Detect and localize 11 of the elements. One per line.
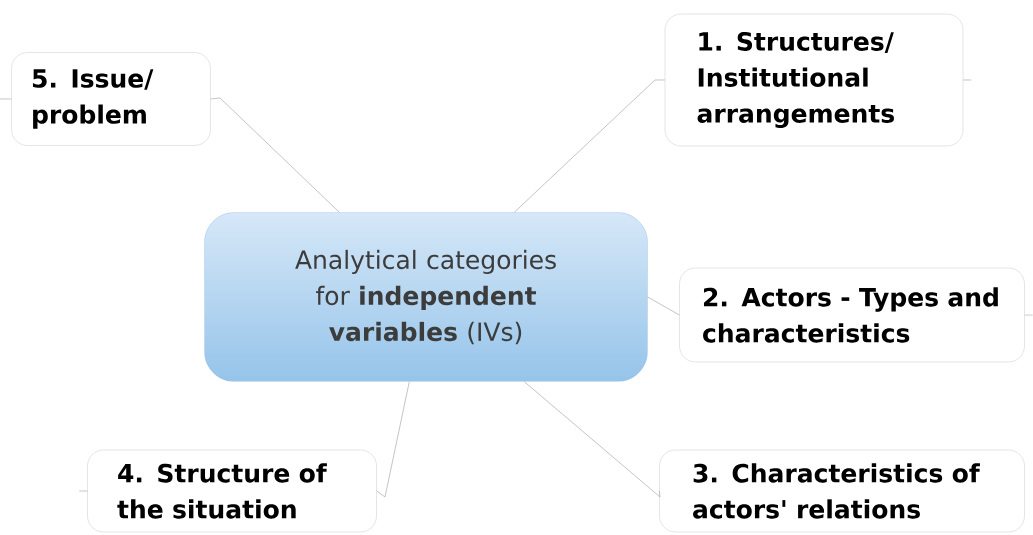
category-box: 2. Actors - Types and characteristics bbox=[679, 267, 1025, 363]
category-box: 4. Structure of the situation bbox=[87, 449, 377, 533]
topic-box: Analytical categories for independent variables (IVs) bbox=[204, 212, 648, 382]
connector-line bbox=[513, 79, 666, 213]
category-box: 3. Characteristics of actors' relations bbox=[659, 449, 1025, 533]
category-box: 1. Structures/ Institutional arrangements bbox=[664, 13, 964, 147]
connector-line bbox=[647, 296, 680, 316]
connector-line bbox=[210, 97, 340, 213]
connector-line bbox=[523, 381, 661, 498]
category-box: 5. Issue/ problem bbox=[11, 52, 211, 146]
connector-line bbox=[376, 381, 410, 498]
